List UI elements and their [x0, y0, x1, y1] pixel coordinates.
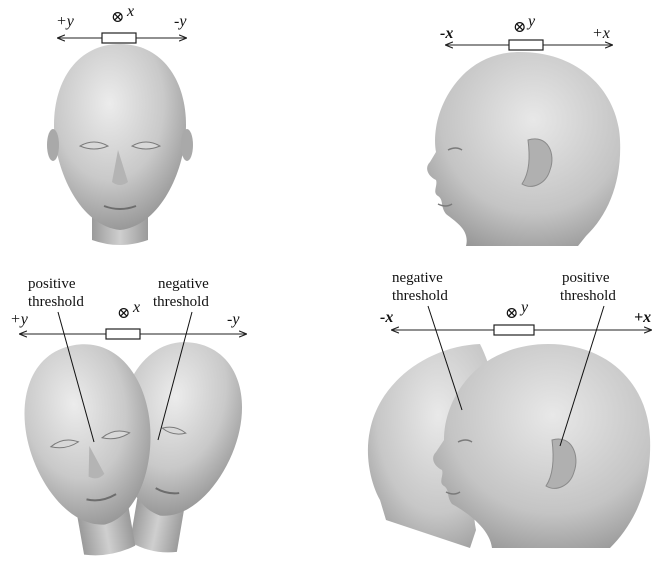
ear-left — [47, 129, 59, 161]
axis-front-bottom: +y -y ⊗ x positive threshold negative th… — [10, 276, 246, 339]
threshold-right-line1: negative — [158, 276, 209, 292]
threshold-right-line2: threshold — [560, 288, 616, 304]
head-front — [47, 44, 193, 245]
axis-right-label: +x — [634, 309, 651, 326]
panel-side-bottom: -x +x ⊗ y negative threshold positive th… — [368, 270, 651, 548]
sensor-box — [509, 40, 543, 50]
threshold-left-line1: negative — [392, 270, 443, 286]
axis-side-top: -x +x ⊗ y — [440, 13, 612, 50]
axis-right-label: -y — [174, 13, 187, 30]
head-profile — [427, 52, 620, 246]
axis-var-label: y — [519, 299, 529, 316]
axis-out-symbol: ⊗ — [117, 305, 130, 322]
axis-var-label: y — [526, 13, 536, 30]
axis-out-symbol: ⊗ — [111, 9, 124, 26]
panel-side-top: -x +x ⊗ y — [427, 13, 620, 246]
sensor-box — [494, 325, 534, 335]
axis-left-label: -x — [440, 25, 453, 42]
panel-front-bottom: +y -y ⊗ x positive threshold negative th… — [10, 276, 255, 563]
sensor-box — [102, 33, 136, 43]
axis-left-label: +y — [56, 13, 75, 30]
threshold-right-line2: threshold — [153, 294, 209, 310]
axis-front-top: +y -y ⊗ x — [56, 3, 187, 43]
axis-out-symbol: ⊗ — [513, 19, 526, 36]
sensor-box — [106, 329, 140, 339]
panel-front-top: +y -y ⊗ x — [47, 3, 193, 245]
axis-right-label: +x — [592, 25, 610, 42]
axis-var-label: x — [132, 299, 140, 316]
axis-var-label: x — [126, 3, 134, 20]
head-side — [427, 52, 620, 246]
axis-left-label: +y — [10, 311, 29, 328]
ear-right — [181, 129, 193, 161]
axis-out-symbol: ⊗ — [505, 305, 518, 322]
axis-side-bottom: -x +x ⊗ y negative threshold positive th… — [380, 270, 651, 335]
axis-right-label: -y — [227, 311, 240, 328]
threshold-left-line2: threshold — [28, 294, 84, 310]
face — [54, 44, 186, 230]
threshold-left-line2: threshold — [392, 288, 448, 304]
threshold-right-line1: positive — [562, 270, 610, 286]
threshold-left-line1: positive — [28, 276, 76, 292]
axis-left-label: -x — [380, 309, 393, 326]
